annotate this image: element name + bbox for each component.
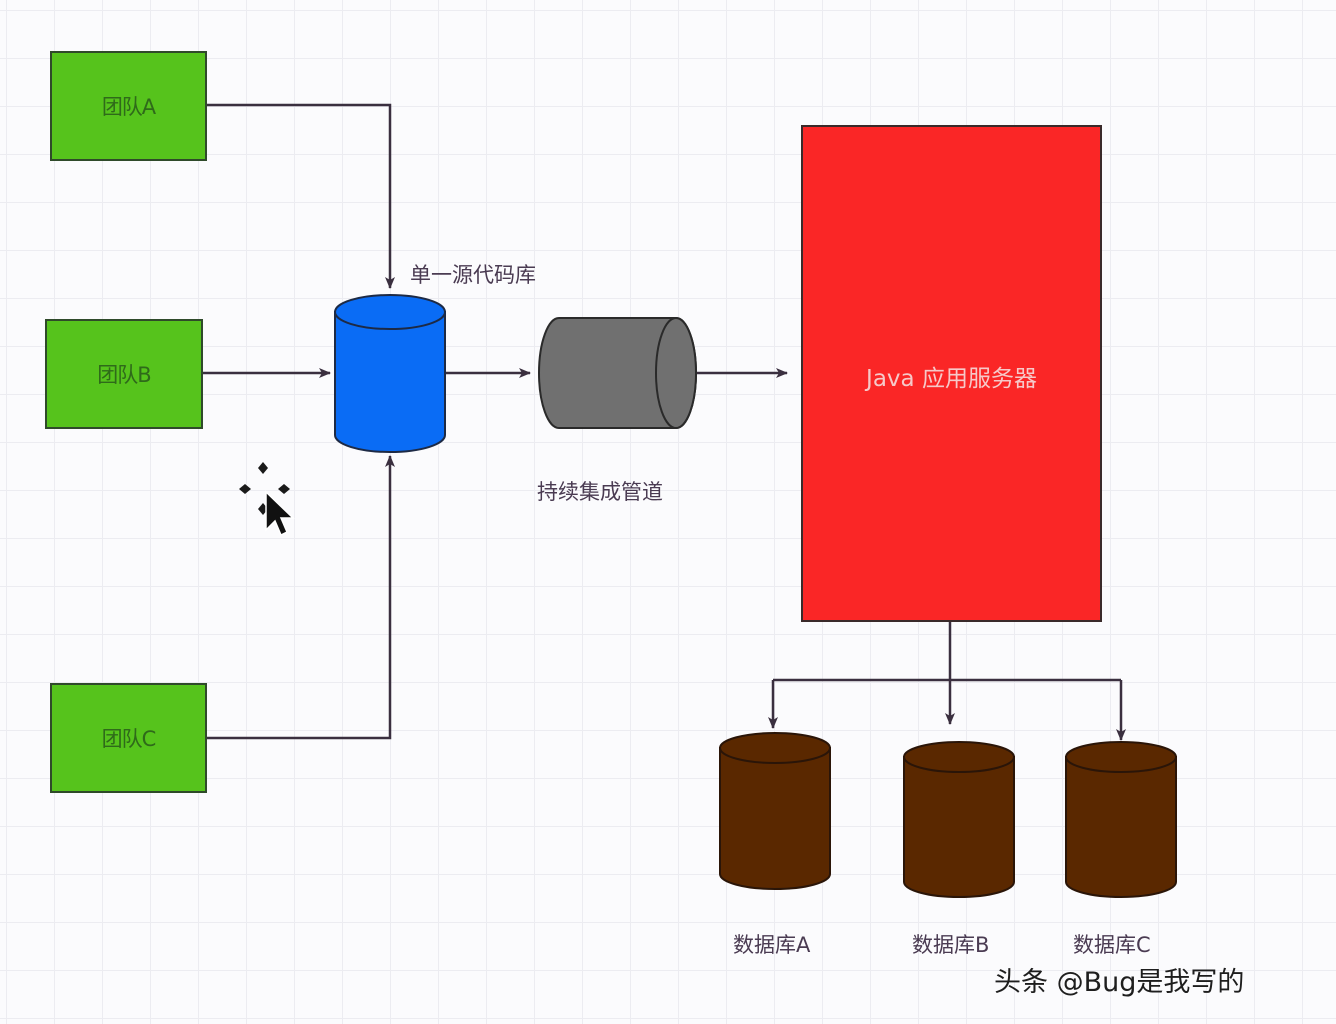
repository-cylinder[interactable] — [334, 294, 446, 453]
database-b-label: 数据库B — [912, 933, 990, 957]
cursor-icon — [239, 462, 295, 537]
team-b-box[interactable]: 团队B — [45, 319, 203, 429]
connector-team-c-to-repository — [207, 455, 395, 740]
team-a-label: 团队A — [101, 95, 156, 119]
team-c-label: 团队C — [101, 727, 157, 751]
team-a-box[interactable]: 团队A — [50, 51, 207, 161]
java-app-server-box[interactable]: Java 应用服务器 — [801, 125, 1102, 622]
pipeline-cylinder[interactable] — [538, 317, 697, 429]
watermark-text: 头条 @Bug是我写的 — [994, 967, 1245, 998]
database-a-label: 数据库A — [733, 933, 811, 957]
connector-team-a-to-repository — [207, 103, 395, 289]
repository-label: 单一源代码库 — [410, 263, 536, 287]
database-cylinder-a[interactable] — [719, 732, 831, 890]
database-cylinder-b[interactable] — [903, 741, 1015, 898]
database-cylinder-c[interactable] — [1065, 741, 1177, 898]
team-b-label: 团队B — [97, 363, 151, 387]
pipeline-label: 持续集成管道 — [537, 480, 663, 504]
java-app-server-label: Java 应用服务器 — [866, 366, 1037, 392]
team-c-box[interactable]: 团队C — [50, 683, 207, 793]
database-c-label: 数据库C — [1073, 933, 1151, 957]
